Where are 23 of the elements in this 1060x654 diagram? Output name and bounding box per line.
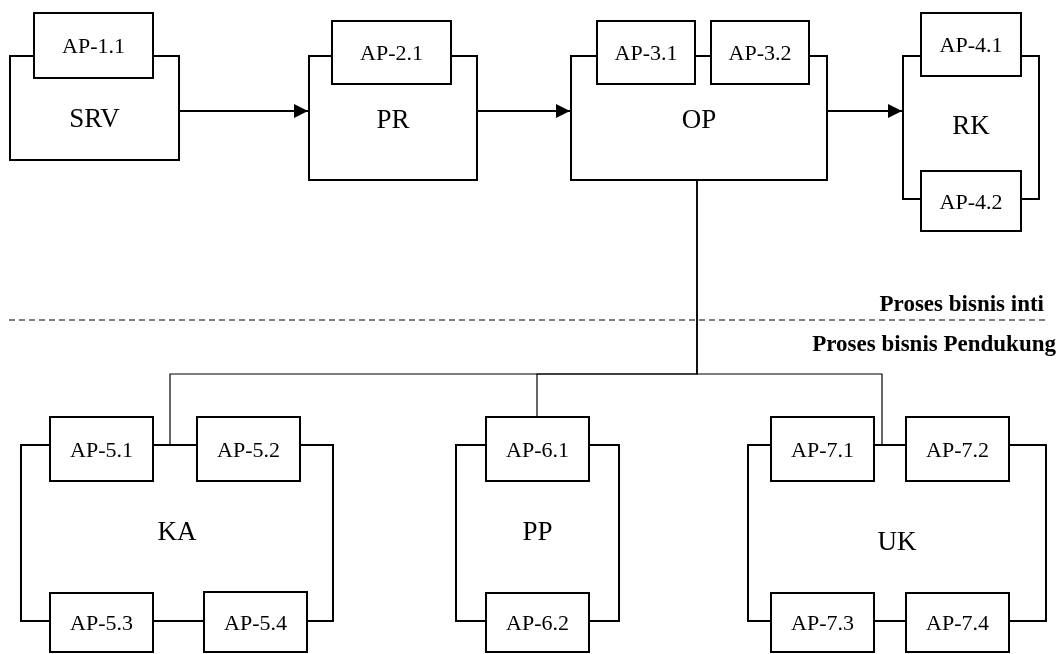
connector-line: [696, 180, 883, 445]
sub-process-box: AP-7.4: [905, 592, 1010, 653]
sub-process-box: AP-6.1: [485, 416, 590, 482]
sub-process-box: AP-3.1: [596, 20, 696, 85]
sub-process-box: AP-5.4: [203, 591, 308, 653]
sub-process-box: AP-6.2: [485, 592, 590, 653]
sub-process-box: AP-7.3: [770, 592, 875, 653]
sub-process-box: AP-4.2: [920, 170, 1022, 232]
arrow: [179, 104, 309, 118]
sub-process-box: AP-4.1: [920, 12, 1022, 77]
section-label: Proses bisnis Pendukung: [812, 330, 1056, 358]
sub-process-box: AP-5.2: [196, 416, 301, 482]
process-box: SRV: [9, 55, 180, 161]
section-label: Proses bisnis inti: [879, 290, 1044, 318]
sub-process-box: AP-2.1: [331, 20, 452, 85]
sub-process-box: AP-1.1: [33, 12, 154, 79]
arrow: [827, 104, 903, 118]
sub-process-box: AP-7.1: [770, 416, 875, 482]
arrow: [477, 104, 571, 118]
sub-process-box: AP-5.1: [49, 416, 154, 482]
sub-process-box: AP-7.2: [905, 416, 1010, 482]
sub-process-box: AP-5.3: [49, 592, 154, 653]
sub-process-box: AP-3.2: [710, 20, 810, 85]
